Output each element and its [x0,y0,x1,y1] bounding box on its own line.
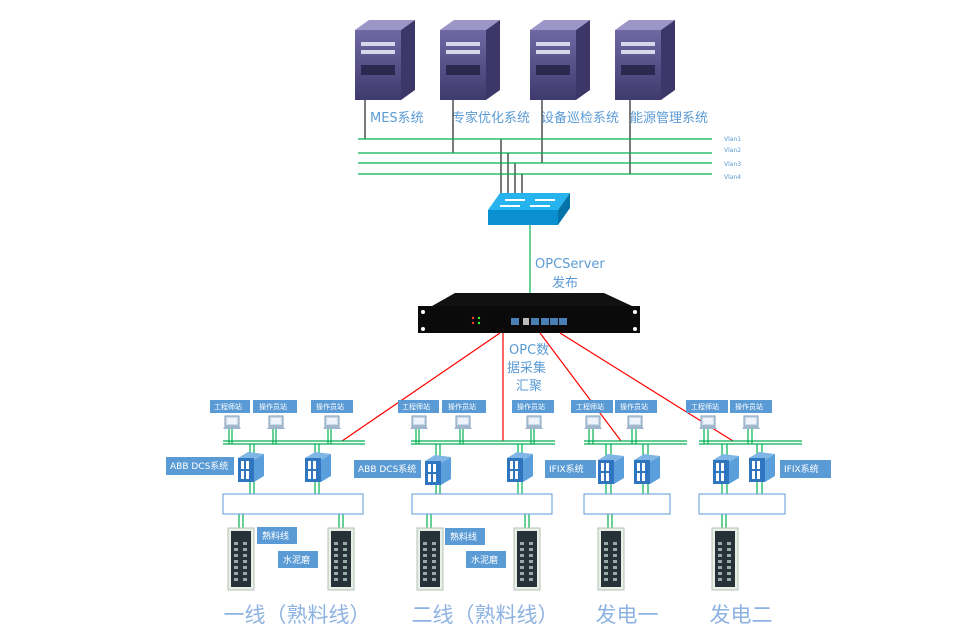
group-title: 二线（熟料线） [412,603,559,627]
server-expert-icon [440,20,500,100]
server-inspection-icon [530,20,590,100]
io-network-box [583,493,671,515]
dcs-controller-icon [425,455,451,485]
label-expert: 专家优化系统 [452,110,530,126]
label-mes: MES系统 [370,111,424,126]
pc-icon [322,415,342,430]
group-title: 一线（熟料线） [224,603,371,627]
control-cabinet-icon [227,527,255,591]
ifix-server-icon [634,454,660,484]
io-network-box [411,493,553,515]
control-cabinet-icon [513,527,541,591]
opcserver-label: OPCServer [535,257,605,272]
group-power2: 工程师站 操作员站 IFIX系统 发电二 [686,400,831,627]
system-label: ABB DCS系统 [358,463,416,475]
operator-station-label: 操作员站 [517,402,545,411]
dcs-controller-icon [507,452,533,482]
system-label: IFIX系统 [549,463,584,475]
operator-station-label: 操作员站 [620,402,648,411]
pc-icon [266,415,286,430]
group-line2: 工程师站 操作员站 操作员站 ABB DCS系统 熟料线 水泥磨 二线（熟料线） [354,400,559,627]
control-cabinet-icon [327,527,355,591]
opc-collect-label-3: 汇聚 [516,379,542,394]
io-network-box [222,493,364,515]
pc-icon [222,415,242,430]
ifix-server-icon [713,454,739,484]
control-cabinet-icon [416,527,444,591]
ifix-server-icon [598,454,624,484]
engineer-station-label: 工程师站 [691,402,719,411]
system-label: ABB DCS系统 [170,460,228,472]
dcs-controller-icon [238,452,264,482]
collect-line-1 [341,332,501,442]
label-inspection: 设备巡检系统 [541,110,619,126]
label-energy: 能源管理系统 [630,111,708,126]
operator-station-label: 操作员站 [316,402,344,411]
pc-icon [625,415,645,430]
io-network-box [698,493,786,515]
pc-icon [453,415,473,430]
core-switch-icon [488,193,570,225]
dcs-controller-icon [305,452,331,482]
pc-icon [583,415,603,430]
opc-gateway-device-icon [418,293,640,333]
server-energy-icon [615,20,675,100]
opc-collect-label-1: OPC数 [509,343,549,358]
group-power1: 工程师站 操作员站 IFIX系统 发电一 [545,400,687,627]
cabinet-label-cement-mill: 水泥磨 [283,554,310,566]
pc-icon [741,415,761,430]
server-drops [364,100,631,197]
engineer-station-label: 工程师站 [576,402,604,411]
cabinet-label-clinker: 熟料线 [262,530,289,542]
publish-label: 发布 [552,275,578,291]
cabinet-label-clinker: 熟料线 [450,531,477,543]
group-line1: 工程师站 操作员站 操作员站 ABB DCS系统 熟料线 水泥磨 一线（熟料线） [166,400,371,627]
operator-station-label: 操作员站 [259,402,287,411]
pc-icon [698,415,718,430]
vlan2-label: Vlan2 [724,147,741,154]
vlan3-label: Vlan3 [724,161,741,168]
collect-line-3 [539,332,622,442]
control-cabinet-icon [711,527,739,591]
ifix-server-icon [749,452,775,482]
group-title: 发电一 [596,603,659,627]
engineer-station-label: 工程师站 [402,402,430,411]
pc-icon [524,415,544,430]
system-label: IFIX系统 [784,463,819,475]
control-cabinet-icon [597,527,625,591]
cabinet-label-cement-mill: 水泥磨 [471,554,498,566]
group-title: 发电二 [710,603,773,627]
pc-icon [409,415,429,430]
operator-station-label: 操作员站 [735,402,763,411]
vlan1-label: Vlan1 [724,136,741,143]
engineer-station-label: 工程师站 [214,402,242,411]
server-mes-icon [355,20,415,100]
opc-collect-label-2: 据采集 [507,360,546,376]
operator-station-label: 操作员站 [448,402,476,411]
vlan4-label: Vlan4 [724,174,741,181]
